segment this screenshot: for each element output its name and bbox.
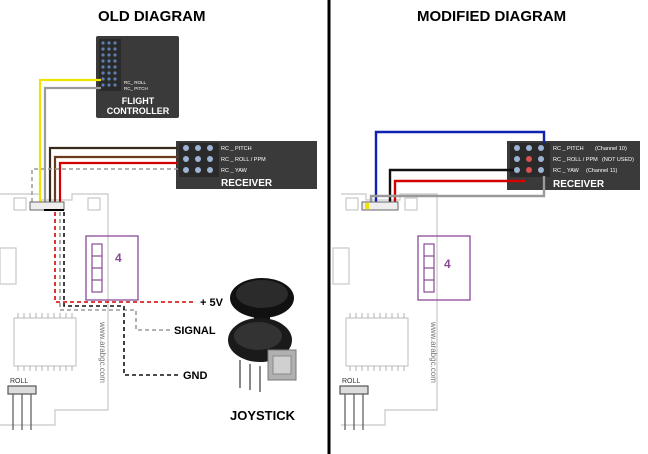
fc-label-line2: CONTROLLER: [107, 106, 170, 116]
header-pins-left: [29, 201, 65, 211]
rx-ch1-label: RC _ PITCH: [221, 146, 252, 152]
fc-pin-pitch-label: RC_ PITCH: [124, 86, 148, 91]
gnd-label: GND: [183, 370, 208, 382]
rx2-ch1-note: (Channel 10): [595, 146, 627, 152]
rx2-ch2-name: RC _ ROLL / PPM: [553, 157, 598, 163]
fc-label-line1: FLIGHT: [122, 96, 155, 106]
roll-label-left: ROLL: [10, 378, 28, 385]
joystick-image: [228, 278, 297, 392]
joystick-title: JOYSTICK: [230, 408, 296, 423]
header-pins-right: [361, 201, 399, 211]
rx2-ch1-name: RC _ PITCH: [553, 146, 584, 152]
roll-label-right: ROLL: [342, 378, 360, 385]
modified-diagram-title: MODIFIED DIAGRAM: [417, 8, 567, 25]
rx-label: RECEIVER: [221, 178, 273, 189]
board-number-left: 4: [115, 251, 122, 265]
rx2-ch3-name: RC _ YAW: [553, 168, 580, 174]
fc-pin-roll-label: RC_ ROLL: [124, 80, 147, 85]
rx2-ch2-note: (NOT USED): [602, 157, 634, 163]
rx2-ch3-note: (Channel 11): [586, 168, 618, 174]
plus5v-label: + 5V: [200, 297, 224, 309]
old-wires: [31, 78, 178, 210]
modified-diagram: 4 www.arabgc.com ROLL RC _ PITCH (Channe…: [332, 130, 640, 430]
old-diagram: 4 www.arabgc.com ROLL: [0, 36, 317, 430]
old-diagram-title: OLD DIAGRAM: [98, 8, 206, 25]
receiver-right: RC _ PITCH (Channel 10) RC _ ROLL / PPM …: [507, 141, 640, 190]
rx-ch2-label: RC _ ROLL / PPM: [221, 157, 266, 163]
joystick-wires: [54, 212, 196, 376]
roll-pins-right: [339, 385, 369, 430]
rx-ch3-label: RC _ YAW: [221, 168, 248, 174]
watermark-left: www.arabgc.com: [98, 321, 107, 383]
signal-label: SIGNAL: [174, 325, 216, 337]
rx2-label: RECEIVER: [553, 179, 605, 190]
receiver-left: RC _ PITCH RC _ ROLL / PPM RC _ YAW RECE…: [176, 141, 317, 189]
board-label-box: [85, 235, 139, 301]
flight-controller: RC_ ROLL RC_ PITCH FLIGHT CONTROLLER: [96, 36, 179, 118]
roll-pins-left: [7, 385, 37, 430]
watermark-right: www.arabgc.com: [429, 321, 438, 383]
arduino-board-right: [332, 193, 471, 426]
board-number-right: 4: [444, 257, 451, 271]
